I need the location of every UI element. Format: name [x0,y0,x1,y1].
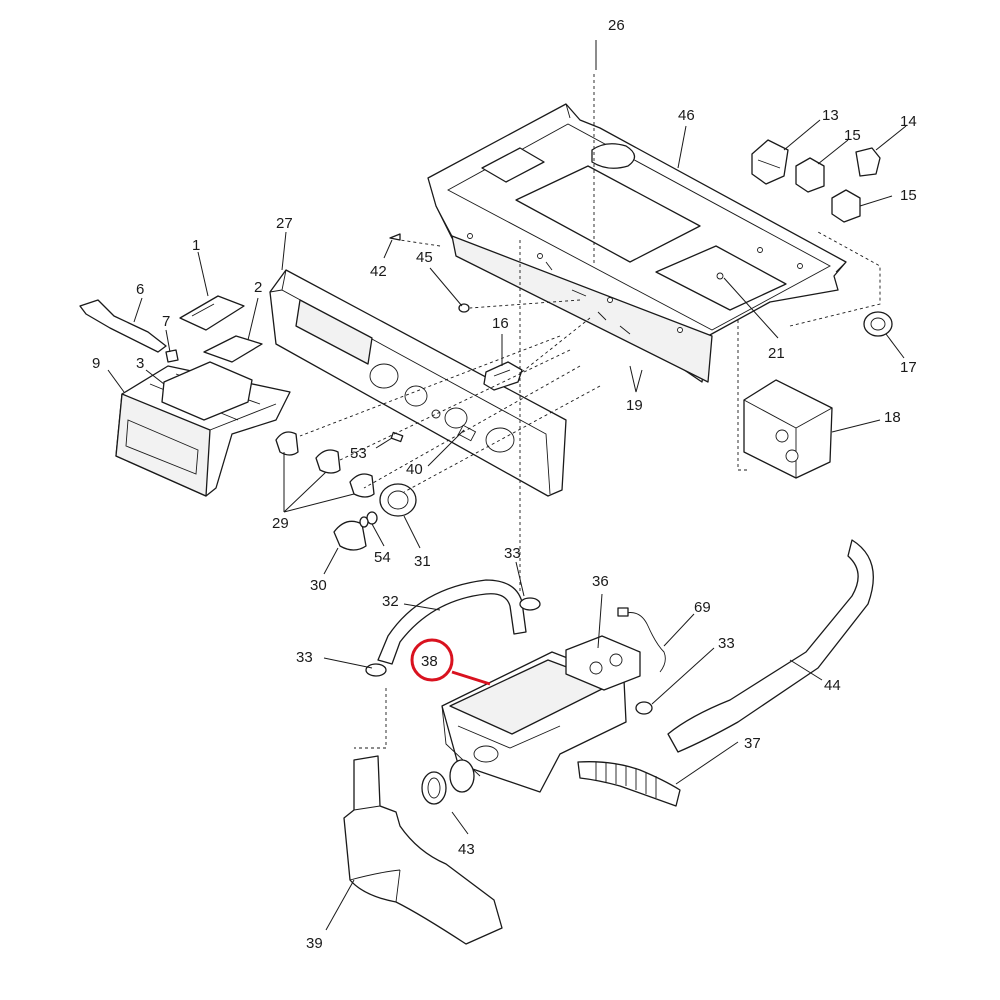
knob-part-30 [333,520,367,551]
callout-14: 14 [900,113,917,130]
callout-43: 43 [458,841,475,858]
knob-part-31 [379,483,417,517]
callout-36: 36 [592,573,609,590]
callout-2: 2 [254,279,262,296]
callout-16: 16 [492,315,509,332]
siphon-part-2 [203,335,263,363]
callout-39: 39 [306,935,323,952]
callout-17: 17 [900,359,917,376]
callout-7: 7 [162,313,170,330]
duct-part-39 [343,755,503,945]
lid-part-1 [179,295,245,331]
assembly-guide-lines [299,74,881,749]
wire-harness-part-69 [617,607,666,673]
switch-part-13 [751,139,789,185]
highlight-marker [410,638,491,686]
callout-46: 46 [678,107,695,124]
callout-27: 27 [276,215,293,232]
callout-54: 54 [374,549,391,566]
highlight-leader [451,670,491,686]
clamp-part-33-c [635,701,653,715]
callout-3: 3 [136,355,144,372]
clamp-part-33-a [519,597,541,611]
knob-part-29-b [315,449,341,474]
callout-42: 42 [370,263,387,280]
callout-45: 45 [416,249,433,266]
callout-69: 69 [694,599,711,616]
seal-ring-part-43 [421,759,475,805]
drain-hose-part-37 [577,761,681,807]
callout-labels: 26 46 13 14 15 15 27 1 6 2 7 9 3 42 45 1… [92,17,917,952]
switch-part-15-a [795,157,825,193]
callout-30: 30 [310,577,327,594]
knob-part-29-c [349,473,375,498]
callout-40: 40 [406,461,423,478]
callout-21: 21 [768,345,785,362]
switch-part-16 [483,361,523,391]
callout-29: 29 [272,515,289,532]
callout-37: 37 [744,735,761,752]
callout-9: 9 [92,355,100,372]
screw-part-45 [458,303,470,313]
screw-part-42 [389,233,401,241]
highlight-circle [410,638,454,682]
callout-15-a: 15 [844,127,861,144]
switch-part-15-b [831,189,861,223]
callout-13: 13 [822,107,839,124]
pin-part-53 [390,431,404,443]
callout-38-highlighted: 38 [421,653,438,670]
callout-31: 31 [414,553,431,570]
callout-1: 1 [192,237,200,254]
switch-part-14 [855,147,881,177]
clamp-part-33-b [365,663,387,677]
control-panel-part-27 [269,269,567,497]
spring-part-54 [359,511,378,528]
callout-44: 44 [824,677,841,694]
leader-lines [107,40,907,931]
knob-part-29-a [275,431,299,456]
callout-53: 53 [350,445,367,462]
console-frame-part-46 [427,103,847,383]
hose-part-44 [667,539,874,753]
callout-19: 19 [626,397,643,414]
callout-6: 6 [136,281,144,298]
bracket-part-6 [79,299,167,353]
pressure-switch-part-17 [863,311,893,337]
callout-33-b: 33 [296,649,313,666]
spring-part-7 [165,349,179,363]
callout-18: 18 [884,409,901,426]
control-module-part-18 [743,379,833,479]
callout-33-a: 33 [504,545,521,562]
callout-33-c: 33 [718,635,735,652]
hose-part-32 [377,579,527,665]
dispenser-housing-part-38 [441,651,627,793]
callout-32: 32 [382,593,399,610]
drawer-insert-part-3 [161,361,253,421]
inlet-valve-part-36 [565,635,641,691]
callout-26: 26 [608,17,625,34]
callout-15-b: 15 [900,187,917,204]
